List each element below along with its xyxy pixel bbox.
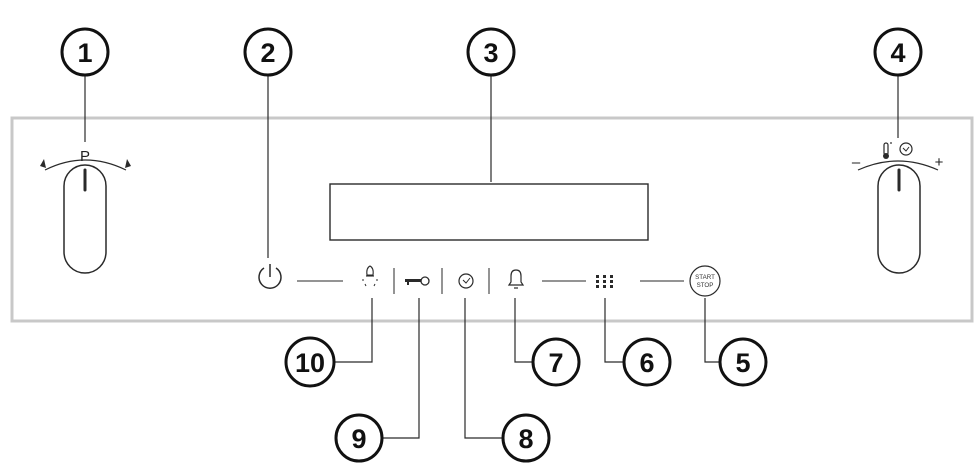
- display-window: [329, 183, 649, 241]
- start-stop-button[interactable]: START STOP: [689, 265, 721, 297]
- knob-scale-label: P: [80, 148, 90, 165]
- light-icon: [362, 265, 378, 287]
- stop-label: STOP: [697, 282, 714, 289]
- svg-text:3: 3: [483, 38, 498, 68]
- timer-icon: [899, 142, 913, 156]
- keypad-icon: [596, 275, 613, 288]
- leader-lines: [84, 75, 899, 439]
- svg-text:10: 10: [295, 348, 325, 378]
- knob-plus-label: +: [935, 154, 944, 171]
- keypad-button[interactable]: [596, 275, 613, 288]
- svg-text:7: 7: [548, 348, 563, 378]
- svg-text:2: 2: [260, 38, 275, 68]
- callout-2: 2: [243, 27, 293, 77]
- key-lock-icon: [405, 276, 430, 286]
- svg-text:1: 1: [77, 38, 92, 68]
- callout-5: 5: [718, 337, 768, 387]
- callout-4: 4: [873, 27, 923, 77]
- callout-6: 6: [622, 337, 672, 387]
- panel-frame: [10, 116, 974, 323]
- svg-text:8: 8: [518, 424, 533, 454]
- timer-button[interactable]: [458, 273, 474, 289]
- alarm-button[interactable]: [507, 269, 525, 289]
- callout-9: 9: [334, 413, 384, 463]
- svg-text:5: 5: [735, 348, 750, 378]
- callout-1: 1: [60, 27, 110, 77]
- light-button[interactable]: [362, 265, 378, 287]
- callout-8: 8: [501, 413, 551, 463]
- thermometer-icon: [883, 142, 892, 159]
- svg-text:4: 4: [890, 38, 905, 68]
- start-label: START: [695, 274, 715, 281]
- knob-minus-label: –: [852, 154, 861, 171]
- key-lock-button[interactable]: [405, 276, 430, 286]
- bell-icon: [507, 269, 525, 289]
- callout-10: 10: [284, 336, 336, 388]
- callout-7: 7: [531, 337, 581, 387]
- temperature-time-knob[interactable]: – +: [852, 142, 944, 274]
- svg-text:9: 9: [351, 424, 366, 454]
- svg-text:6: 6: [639, 348, 654, 378]
- program-knob[interactable]: P: [40, 148, 131, 274]
- power-button[interactable]: [258, 264, 282, 289]
- timer-icon: [458, 273, 474, 289]
- callout-3: 3: [466, 27, 516, 77]
